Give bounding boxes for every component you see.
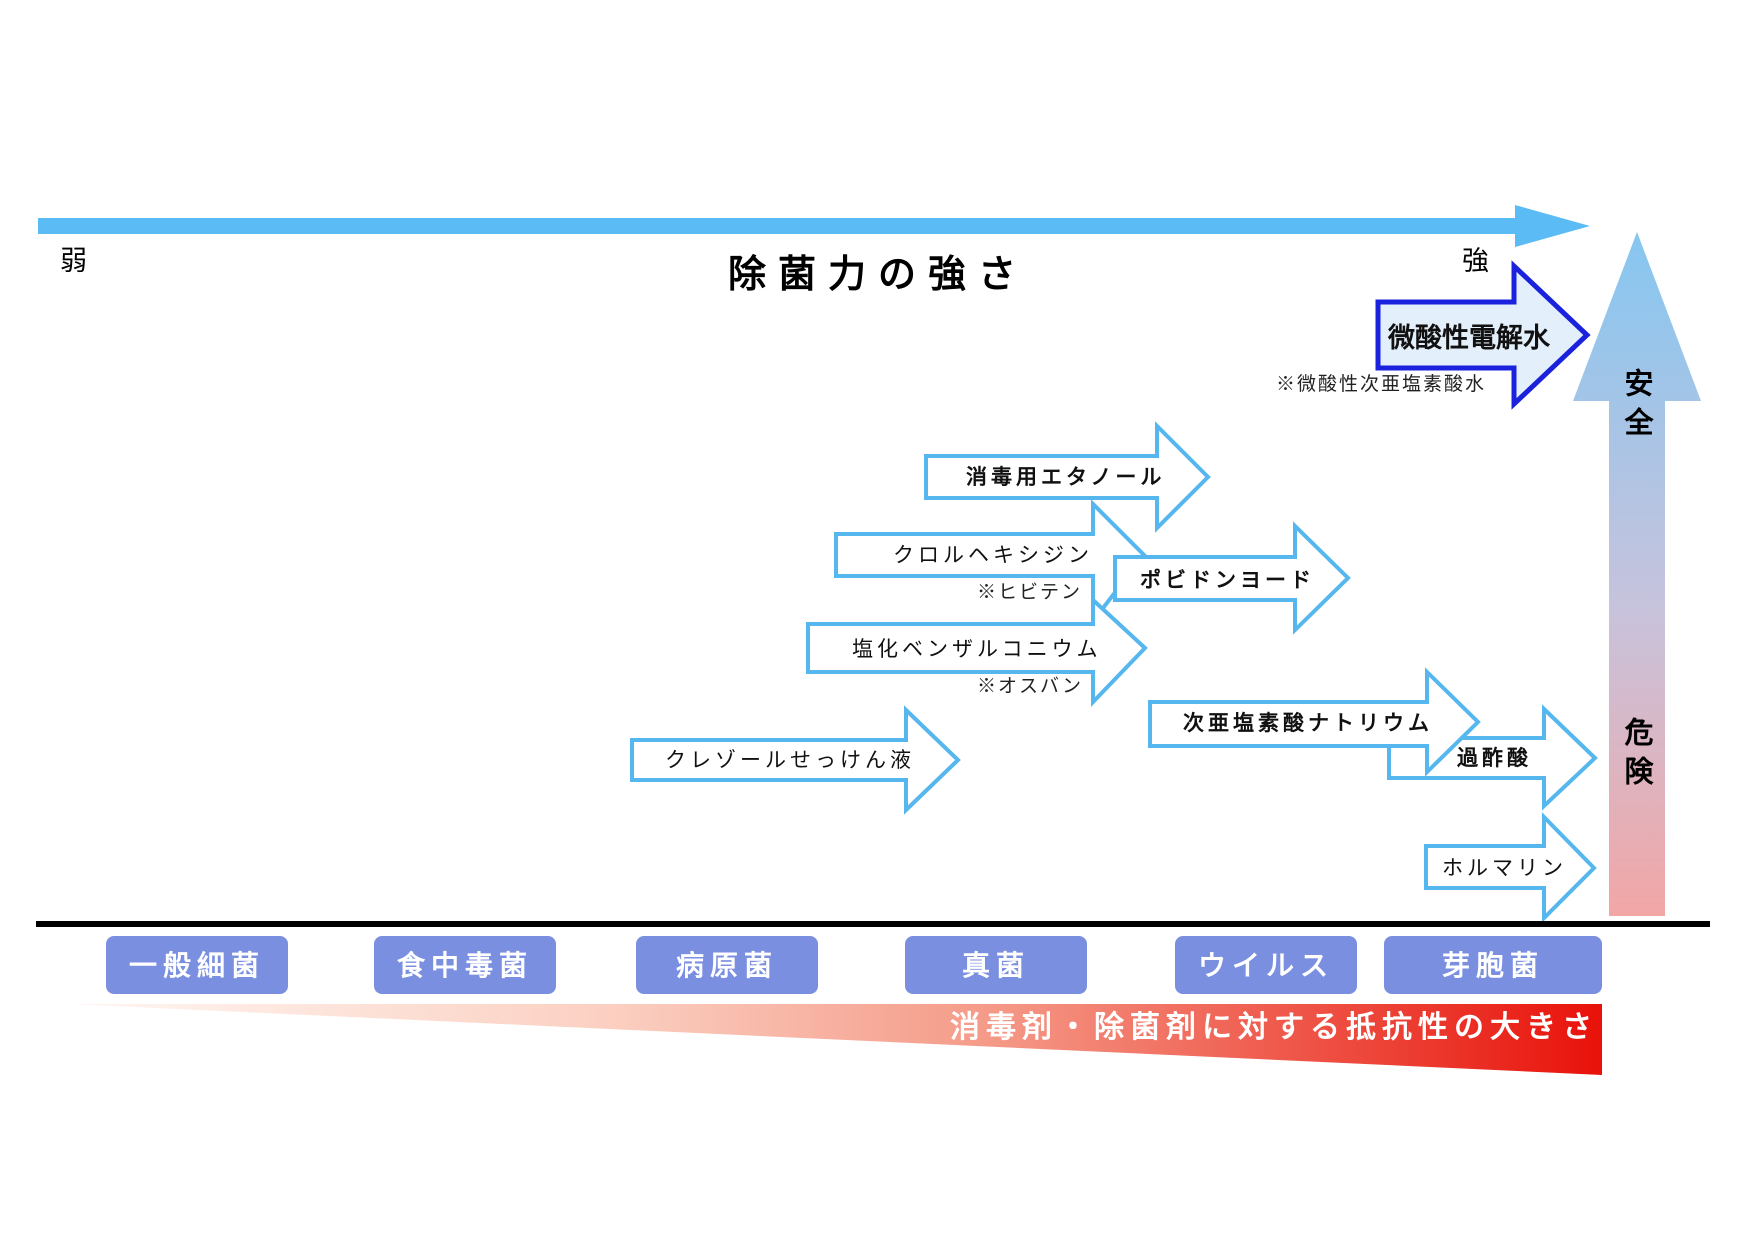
- arrow-hypochlorite: [1148, 667, 1481, 777]
- category-box: 芽胞菌: [1384, 936, 1602, 994]
- strength-arrow: [38, 205, 1590, 247]
- arrow-peracetic-acid: [1387, 704, 1598, 811]
- category-label: 真菌: [962, 949, 1030, 982]
- note-chlorhexidine: ※ヒビテン: [977, 581, 1082, 603]
- label-povidone-iodine: ポビドンヨード: [1140, 567, 1315, 592]
- label-formalin: ホルマリン: [1442, 856, 1567, 880]
- category-label: 食中毒菌: [397, 949, 533, 982]
- category-box: 病原菌: [636, 936, 818, 994]
- diagram-title: 除菌力の強さ: [728, 251, 1028, 296]
- category-box: ウイルス: [1175, 936, 1357, 994]
- arrow-povidone-iodine: [1113, 521, 1351, 635]
- category-label: 病原菌: [676, 949, 778, 982]
- category-label: 芽胞菌: [1442, 949, 1544, 982]
- category-label: 一般細菌: [129, 949, 265, 982]
- arrow-ethanol: [924, 421, 1211, 533]
- arrow-benzalkonium: [806, 595, 1148, 707]
- label-hypochlorite: 次亜塩素酸ナトリウム: [1183, 710, 1433, 735]
- weak-label: 弱: [60, 246, 87, 277]
- resistance-wedge: [70, 1004, 1602, 1075]
- danger-label: 危険: [1620, 717, 1654, 795]
- strong-label: 強: [1462, 246, 1489, 277]
- arrow-electrolyzed-water: [1375, 260, 1591, 410]
- safety-arrow: [1573, 232, 1701, 916]
- safe-label: 安全: [1620, 368, 1655, 446]
- arrow-formalin: [1424, 812, 1597, 923]
- label-benzalkonium: 塩化ベンザルコニウム: [852, 637, 1102, 661]
- arrow-cresol: [630, 705, 961, 815]
- label-chlorhexidine: クロルヘキシジン: [893, 543, 1093, 567]
- label-electrolyzed-water: 微酸性電解水: [1387, 323, 1551, 354]
- category-box: 一般細菌: [106, 936, 288, 994]
- category-box: 食中毒菌: [374, 936, 556, 994]
- label-ethanol: 消毒用エタノール: [966, 464, 1165, 489]
- category-box: 真菌: [905, 936, 1087, 994]
- resistance-label: 消毒剤・除菌剤に対する抵抗性の大きさ: [950, 1010, 1598, 1045]
- note-benzalkonium: ※オスバン: [977, 675, 1083, 697]
- baseline: [36, 921, 1710, 927]
- label-cresol: クレゾールせっけん液: [665, 748, 915, 772]
- note-electrolyzed-water: ※微酸性次亜塩素酸水: [1276, 373, 1486, 395]
- category-label: ウイルス: [1198, 949, 1334, 982]
- label-peracetic-acid: 過酢酸: [1457, 745, 1532, 770]
